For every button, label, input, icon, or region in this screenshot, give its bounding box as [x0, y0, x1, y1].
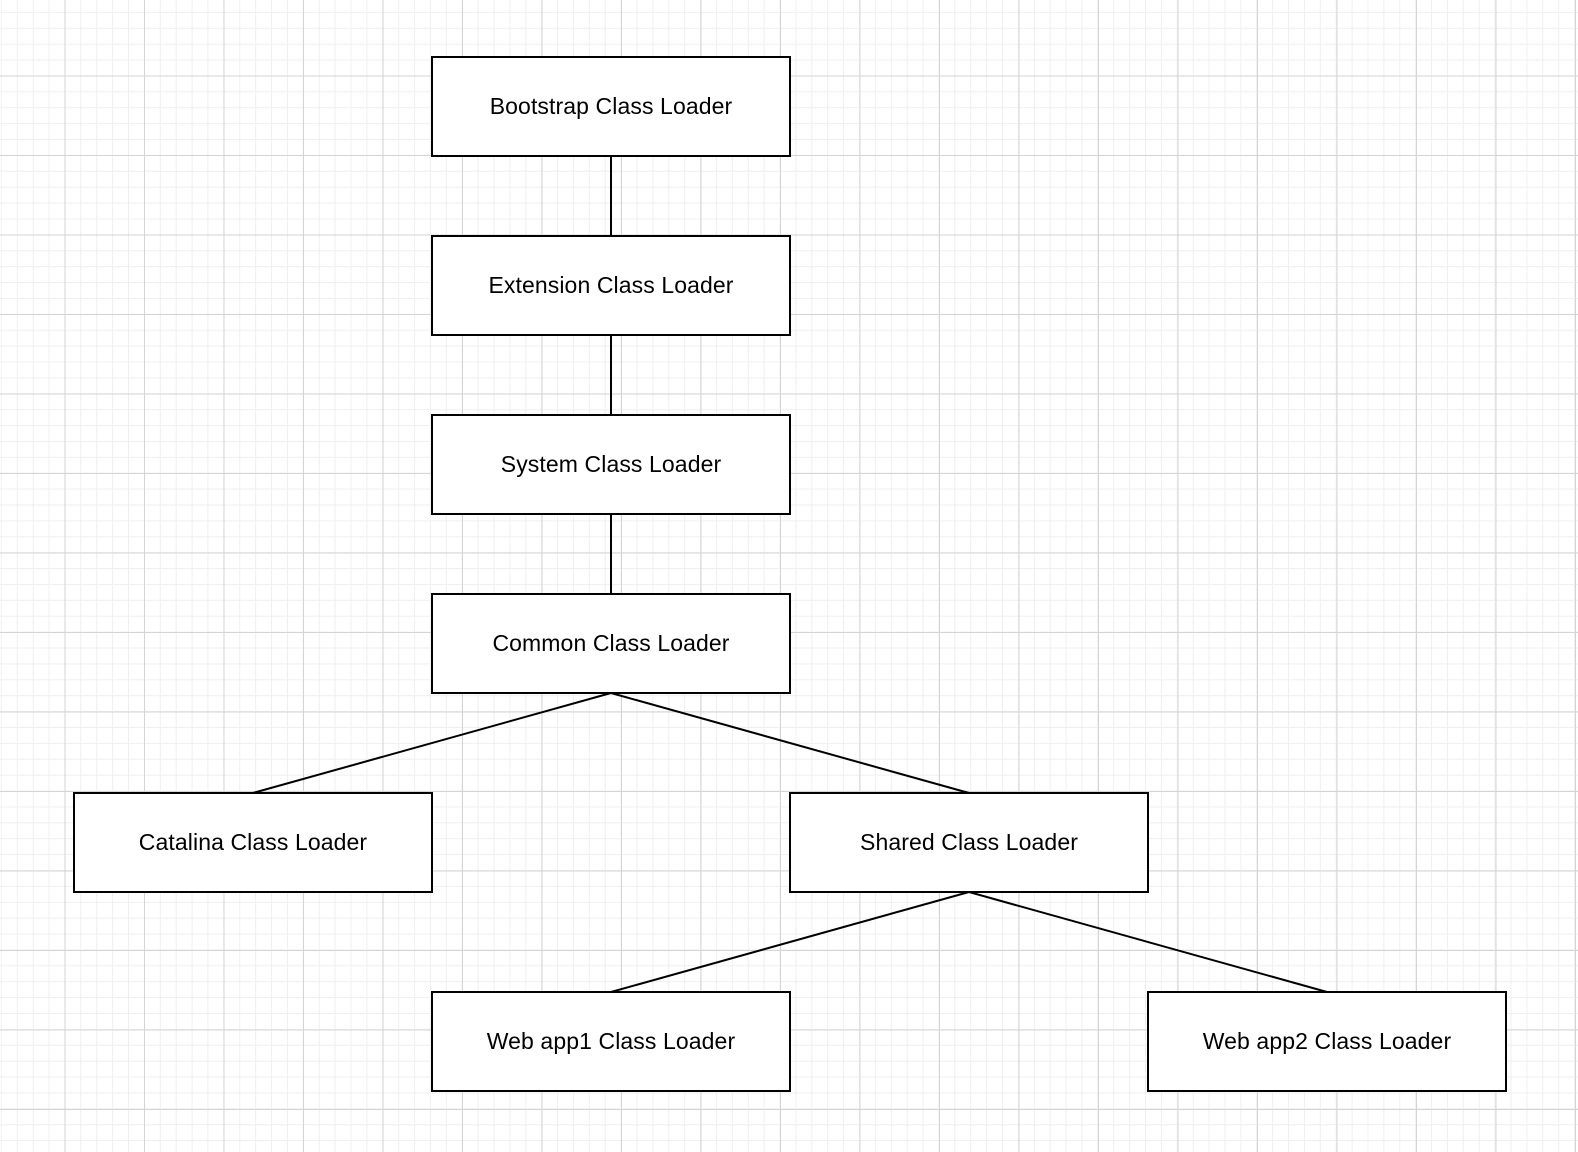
node-label: Bootstrap Class Loader [489, 93, 733, 119]
node-label: Shared Class Loader [860, 829, 1078, 855]
node-extension-class-loader[interactable]: Extension Class Loader [431, 235, 791, 336]
node-system-class-loader[interactable]: System Class Loader [431, 414, 791, 515]
node-bootstrap-class-loader[interactable]: Bootstrap Class Loader [431, 56, 791, 157]
node-label: Web app1 Class Loader [486, 1028, 736, 1054]
node-common-class-loader[interactable]: Common Class Loader [431, 593, 791, 694]
node-label: System Class Loader [500, 451, 722, 477]
node-webapp2-class-loader[interactable]: Web app2 Class Loader [1147, 991, 1507, 1092]
connector-shared-webapp2 [968, 891, 1328, 993]
node-label: Common Class Loader [492, 630, 730, 656]
connector-shared-webapp1 [610, 891, 970, 993]
node-shared-class-loader[interactable]: Shared Class Loader [789, 792, 1149, 893]
connector-common-catalina [252, 692, 612, 794]
node-webapp1-class-loader[interactable]: Web app1 Class Loader [431, 991, 791, 1092]
node-label: Catalina Class Loader [138, 829, 368, 855]
connector-common-shared [610, 692, 970, 794]
node-catalina-class-loader[interactable]: Catalina Class Loader [73, 792, 433, 893]
node-label: Extension Class Loader [488, 272, 734, 298]
node-label: Web app2 Class Loader [1202, 1028, 1452, 1054]
